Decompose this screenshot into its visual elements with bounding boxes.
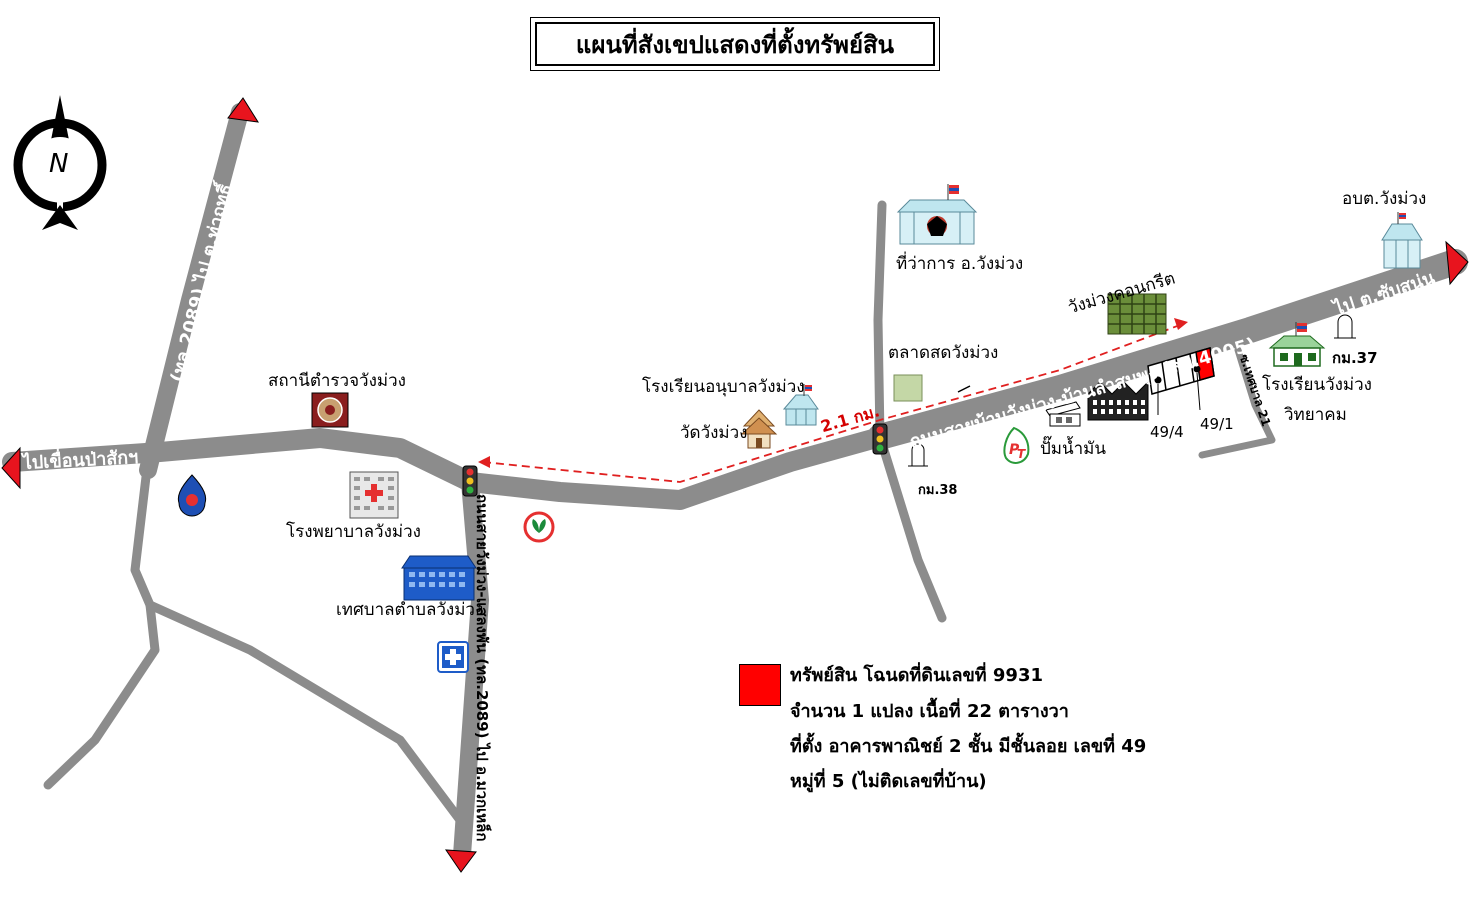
market-mark [957,385,971,393]
municipality-building-icon [401,555,477,601]
health-center-icon [437,641,469,673]
compass-icon [13,95,107,230]
label-market: ตลาดสดวังม่วง [888,343,999,363]
compass-north-label: N [49,149,69,179]
ptt-station-icon [177,474,207,517]
road-end-arrows [1,97,1469,873]
market-icon [893,374,923,402]
sao-office-icon [1381,223,1423,269]
label-km37: กม.37 [1332,349,1378,367]
label-school-line2: วิทยาคม [1284,405,1347,425]
svg-text:T: T [1017,447,1026,461]
school-icon [1268,335,1326,367]
label-hospital: โรงพยาบาลวังม่วง [286,522,421,542]
arrow-west [1,446,21,490]
property-shophouses [1147,347,1215,415]
label-gas-station: ปั๊มน้ำมัน [1040,439,1106,459]
road-north [139,103,249,479]
pt-logo-icon: P T [1003,426,1030,464]
legend-line-1: ทรัพย์สิน โฉนดที่ดินเลขที่ 9931 [790,665,1044,686]
bank-icon [523,511,555,543]
road-label-south: ถนนสายวังม่วง-แสลงพัน (ทล.2089) ไป อ.มวก… [473,494,491,842]
factory-icon [1087,380,1149,421]
label-school-line1: โรงเรียนวังม่วง [1262,375,1372,395]
kindergarten-icon [782,394,819,426]
legend-line-3: ที่ตั้ง อาคารพาณิชย์ 2 ชั้น มีชั้นลอย เล… [790,736,1147,757]
legend-line-2: จำนวน 1 แปลง เนื้อที่ 22 ตารางวา [790,701,1069,722]
label-house-49-4: 49/4 [1150,423,1184,441]
arrow-north [227,97,259,123]
district-office-icon [896,199,978,245]
km-stone-icon [908,443,928,467]
label-sao: อบต.วังม่วง [1342,189,1427,209]
arrow-south [445,849,477,873]
arrow-east [1445,240,1469,286]
legend-line-4: หมู่ที่ 5 (ไม่ติดเลขที่บ้าน) [790,771,987,792]
road-main-east [867,249,1468,450]
flag-icon [1397,212,1406,224]
svg-text:P: P [1009,442,1020,458]
label-police: สถานีตำรวจวังม่วง [268,371,406,391]
km-stone-icon [1334,314,1356,339]
police-seal-icon [311,392,349,428]
label-kindergarten: โรงเรียนอนุบาลวังม่วง [642,377,805,397]
label-temple: วัดวังม่วง [680,423,748,443]
route-arrow-east [1174,318,1188,330]
road-west-thin [43,455,160,790]
route-arrow-west [478,456,490,468]
legend-property-swatch [739,664,781,706]
label-municipality: เทศบาลตำบลวังม่วง [336,600,484,620]
road-west-branch [145,600,465,825]
concrete-factory-icon [1107,293,1167,335]
traffic-light-icon [462,465,478,497]
temple-icon [740,409,778,449]
label-km38: กม.38 [918,483,958,498]
gas-station-icon [1045,401,1081,427]
label-district-office: ที่ว่าการ อ.วังม่วง [896,254,1024,274]
label-house-49-1: 49/1 [1200,415,1234,433]
flag-icon [947,184,959,200]
road-soi [1198,346,1276,459]
road-label-pasak-dam: ไปเขื่อนป่าสักฯ [22,446,139,474]
traffic-light-icon [872,423,888,455]
road-south [453,473,489,864]
distance-route [482,324,1181,483]
map-title: แผนที่สังเขปแสดงที่ตั้งทรัพย์สิน [535,22,935,66]
hospital-icon [349,471,399,519]
title-frame: แผนที่สังเขปแสดงที่ตั้งทรัพย์สิน [530,17,940,71]
flag-icon [803,384,812,396]
flag-icon [1295,322,1307,336]
